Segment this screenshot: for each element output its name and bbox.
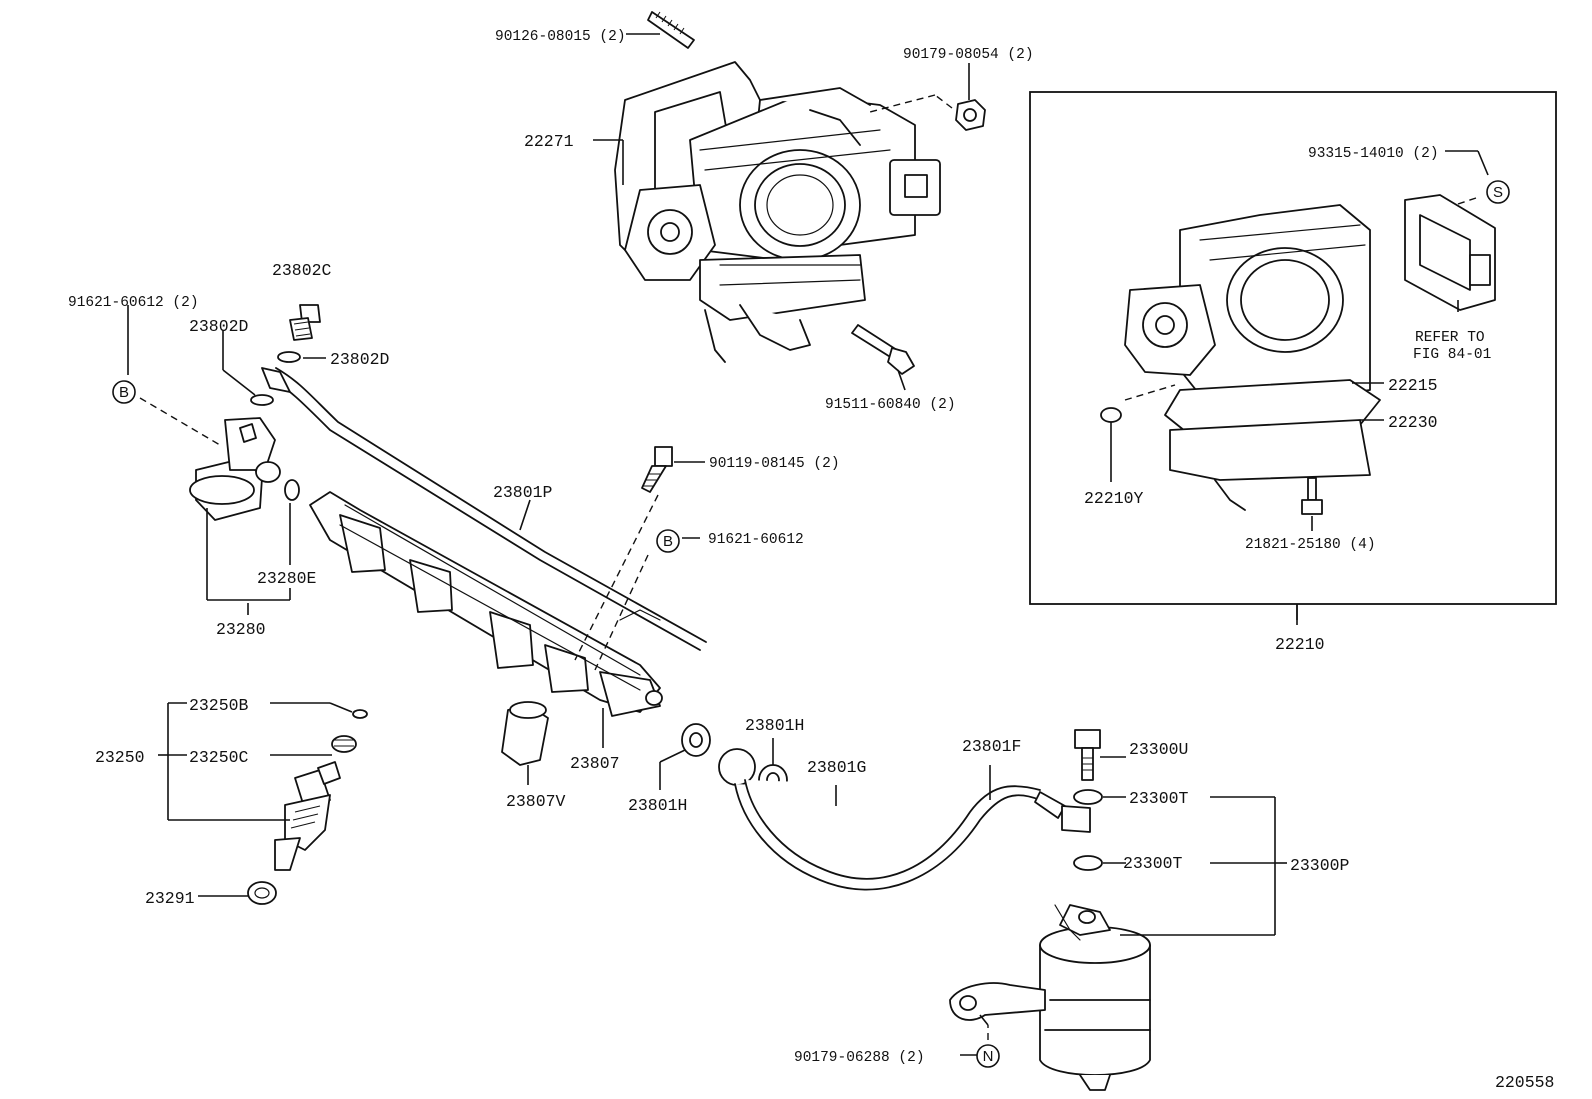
label-90126-08015: 90126-08015 (2) — [495, 29, 626, 45]
delivery-pipe-23807 — [309, 491, 663, 717]
o-ring-22210y — [1100, 407, 1122, 423]
o-ring-23280e — [284, 479, 300, 501]
bolt-90119 — [641, 446, 673, 493]
label-23300t-upper: 23300T — [1129, 789, 1189, 808]
svg-text:S: S — [1493, 184, 1503, 201]
label-23801g: 23801G — [807, 758, 866, 777]
figure-number: 220558 — [1495, 1073, 1554, 1092]
label-23802d-right: 23802D — [330, 350, 390, 369]
label-93315-14010: 93315-14010 (2) — [1308, 146, 1439, 162]
label-23250c: 23250C — [189, 748, 249, 767]
label-23300u: 23300U — [1129, 740, 1188, 759]
union-bolt-23300u — [1074, 729, 1101, 781]
label-23802d-left: 23802D — [189, 317, 249, 336]
label-23801f: 23801F — [962, 737, 1021, 756]
gasket-23802d-upper — [277, 351, 301, 363]
label-23801h-lower: 23801H — [628, 796, 687, 815]
label-90119-08145: 90119-08145 (2) — [709, 456, 840, 472]
svg-text:N: N — [983, 1048, 994, 1065]
bolt-23802c — [289, 304, 321, 341]
label-91621-60612: 91621-60612 — [708, 532, 804, 548]
label-23280: 23280 — [216, 620, 266, 639]
label-22210: 22210 — [1275, 635, 1325, 654]
label-91621-60612-2: 91621-60612 (2) — [68, 295, 199, 311]
label-refer-to: REFER TO — [1415, 330, 1485, 346]
label-22230: 22230 — [1388, 413, 1438, 432]
label-23801p: 23801P — [493, 483, 553, 502]
throttle-sensor-module — [1404, 194, 1496, 311]
label-22215: 22215 — [1388, 376, 1438, 395]
label-23807: 23807 — [570, 754, 620, 773]
label-23291: 23291 — [145, 889, 195, 908]
label-91511-60840: 91511-60840 (2) — [825, 397, 956, 413]
label-23300p: 23300P — [1290, 856, 1350, 875]
filter-23250c — [331, 735, 357, 753]
seal-23291 — [247, 881, 277, 905]
label-22210y: 22210Y — [1084, 489, 1144, 508]
label-23280e: 23280E — [257, 569, 317, 588]
label-23300t-lower: 23300T — [1123, 854, 1183, 873]
injector-23250 — [274, 761, 341, 871]
label-90179-08054: 90179-08054 (2) — [903, 47, 1034, 63]
insulator-23807v — [501, 701, 549, 766]
marker-n: N — [976, 1044, 1000, 1068]
svg-text:B: B — [663, 533, 673, 550]
part-labels: 90126-08015 (2) 90179-08054 (2) 22271 93… — [68, 29, 1554, 1092]
washer-23801h-left — [681, 723, 711, 757]
label-21821-25180: 21821-25180 (4) — [1245, 537, 1376, 553]
marker-b-left: B — [112, 380, 136, 404]
svg-text:B: B — [119, 384, 129, 401]
gasket-23802d-lower — [250, 394, 274, 406]
marker-s: S — [1486, 180, 1510, 204]
return-pipe-23801p — [261, 367, 707, 651]
label-22271: 22271 — [524, 132, 574, 151]
o-ring-23250b — [352, 709, 368, 719]
bolt-21821 — [1301, 477, 1323, 515]
pressure-regulator-23280 — [189, 417, 281, 521]
label-23250b: 23250B — [189, 696, 249, 715]
gasket-23300t-upper — [1073, 789, 1103, 805]
label-23802c: 23802C — [272, 261, 332, 280]
label-fig-84-01: FIG 84-01 — [1413, 347, 1491, 363]
label-23807v: 23807V — [506, 792, 566, 811]
nut-90179 — [955, 99, 986, 131]
throttle-body-22271 — [614, 61, 941, 363]
gasket-23300t-lower — [1073, 855, 1103, 871]
throttle-assembly-box — [1029, 91, 1557, 605]
leader-lines — [127, 33, 1489, 1056]
bolt-91511 — [851, 324, 915, 375]
fuel-filter-23300p — [949, 904, 1151, 1091]
label-90179-06288: 90179-06288 (2) — [794, 1050, 925, 1066]
stud-90126 — [647, 11, 695, 49]
throttle-body-22210 — [1124, 204, 1381, 511]
marker-b-center: B — [656, 529, 680, 553]
label-23250: 23250 — [95, 748, 145, 767]
label-23801h-upper: 23801H — [745, 716, 804, 735]
inlet-hose-23801f — [718, 748, 1091, 891]
